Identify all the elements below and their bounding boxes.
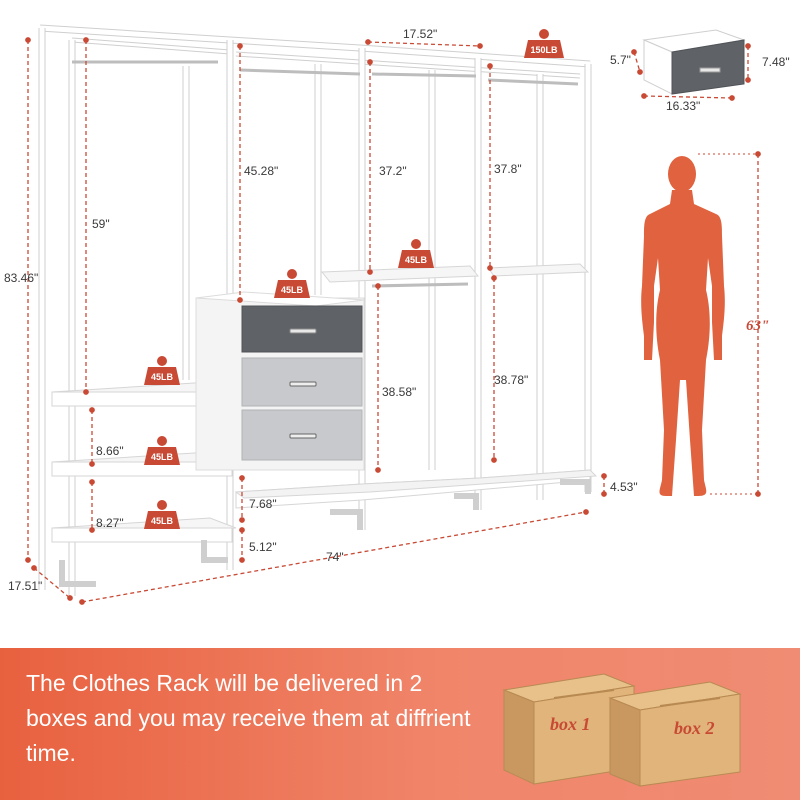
- box-2-icon: box 2: [608, 681, 742, 787]
- drawer-width-label: 16.33": [666, 99, 700, 113]
- drawer-handle[interactable]: [289, 328, 317, 334]
- weight-badge-left-shelf-2: 45LB: [144, 436, 180, 465]
- delivery-notice: The Clothes Rack will be delivered in 2 …: [26, 670, 471, 766]
- person-height-label: 63": [746, 318, 769, 334]
- drawer-tower: [195, 291, 365, 471]
- hanging-rods: [72, 60, 579, 288]
- weight-badge-left-shelf-1: 45LB: [144, 356, 180, 385]
- svg-text:45LB: 45LB: [151, 372, 174, 382]
- weight-badges: 150LB 45LB 45LB 45LB 45LB 45LB: [144, 29, 564, 529]
- drawer-handle[interactable]: [289, 381, 317, 387]
- total-height-label: 83.46": [4, 271, 38, 285]
- svg-text:45LB: 45LB: [151, 516, 174, 526]
- drawer-handle: [699, 67, 721, 73]
- middle-lower-height-label: 38.58": [382, 385, 416, 399]
- bottom-clearance-label: 5.12": [249, 540, 277, 554]
- middle-shelf: [320, 265, 480, 283]
- dimension-labels: 83.46" 17.51" 74" 17.52" 59" 45.28" 37.2…: [4, 27, 638, 593]
- drawer-depth-label: 7.48": [762, 55, 790, 69]
- top-section-width-label: 17.52": [403, 27, 437, 41]
- left-shelf-gap-lower-label: 8.27": [96, 516, 124, 530]
- right-shelf: [487, 263, 590, 277]
- bottom-shelves: [234, 469, 598, 509]
- svg-text:150LB: 150LB: [530, 45, 558, 55]
- drawer-detail: 5.7" 7.48" 16.33": [610, 29, 790, 113]
- drawer-height-label: 5.7": [610, 53, 631, 67]
- person-silhouette-icon: 63": [641, 156, 769, 496]
- depth-label: 17.51": [8, 579, 42, 593]
- drawer-tower-clearance-label: 45.28": [244, 164, 278, 178]
- right-upper-height-label: 37.8": [494, 162, 522, 176]
- weight-badge-middle-shelf: 45LB: [398, 239, 434, 268]
- total-width-label: 74": [326, 550, 344, 564]
- middle-upper-height-label: 37.2": [379, 164, 407, 178]
- weight-badge-left-shelf-3: 45LB: [144, 500, 180, 529]
- weight-badge-top: 150LB: [524, 29, 564, 58]
- box-1-icon: box 1: [502, 673, 636, 785]
- svg-text:45LB: 45LB: [281, 285, 304, 295]
- box-1-label: box 1: [550, 714, 591, 734]
- dimension-lines: [25, 37, 761, 605]
- svg-text:45LB: 45LB: [151, 452, 174, 462]
- svg-text:45LB: 45LB: [405, 255, 428, 265]
- left-shelf-gap-upper-label: 8.66": [96, 444, 124, 458]
- box-2-label: box 2: [674, 718, 715, 738]
- drawer-base-gap-label: 7.68": [249, 497, 277, 511]
- right-bottom-clearance-label: 4.53": [610, 480, 638, 494]
- shipping-boxes: box 1 box 2: [502, 673, 742, 787]
- drawer-dark[interactable]: [241, 305, 363, 353]
- right-lower-height-label: 38.78": [494, 373, 528, 387]
- weight-badge-drawer-top: 45LB: [274, 269, 310, 298]
- left-hanging-height-label: 59": [92, 217, 110, 231]
- drawer-handle[interactable]: [289, 433, 317, 439]
